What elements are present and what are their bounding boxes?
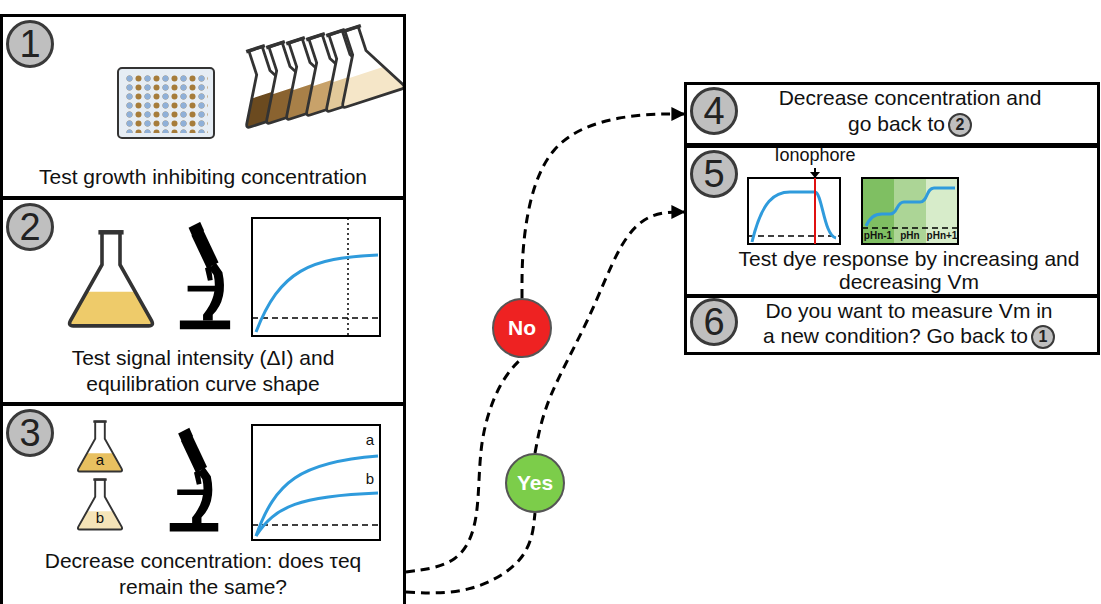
step-box: Do you want to measure Vm in a new condi…	[684, 295, 1100, 355]
microscope	[180, 222, 230, 329]
equilibration-chart	[252, 218, 380, 336]
step-number: 5	[690, 150, 738, 198]
ph-label: pHn-1	[862, 230, 894, 242]
well-plate	[118, 68, 214, 138]
ph-label: pHn+1	[926, 230, 958, 242]
flask-series	[225, 19, 405, 128]
step-text: Test growth inhibiting concentration	[10, 164, 396, 190]
equilibration-chart	[252, 218, 380, 336]
step-box: 1Test growth inhibiting concentration	[0, 14, 406, 199]
dashed-connector	[535, 212, 684, 453]
flask-series	[321, 19, 405, 108]
comparison-chart	[252, 425, 380, 540]
step-text: Test dye response by increasing and decr…	[724, 247, 1094, 293]
step-text: Test signal intensity (ΔI) and equilibra…	[13, 345, 393, 397]
step-text-group: Do you want to measure Vm in a new condi…	[759, 298, 1059, 349]
ph-step-chart	[866, 188, 955, 226]
step-reference: 2	[948, 113, 972, 137]
step-box: 2Test signal intensity (ΔI) and equilibr…	[0, 197, 406, 405]
step-text: Decrease concentration: does τeq remain …	[18, 548, 388, 600]
step-text-group: Decrease concentration and go back to2	[770, 85, 1050, 137]
condition-label: a	[88, 451, 112, 468]
dashed-connector	[406, 513, 535, 593]
equilibration-chart	[256, 255, 378, 332]
condition-label: a	[360, 431, 380, 448]
step-number: 4	[690, 87, 738, 135]
comparison-chart	[256, 456, 378, 536]
condition-label: b	[360, 470, 380, 487]
decision-label: Yes	[517, 471, 553, 495]
step-reference: 1	[1031, 325, 1055, 349]
step-text: Ionophore	[750, 145, 880, 165]
culture-flask-b	[78, 480, 122, 530]
step-text: Decrease concentration and go back to	[779, 86, 1042, 135]
step-box: 5 IonophoreTest dye response by increasin…	[684, 145, 1100, 297]
ph-step-chart	[894, 178, 926, 244]
ionophore-chart	[810, 172, 820, 178]
well-plate	[118, 68, 214, 138]
step-box: Decrease concentration and go back to2 4	[684, 82, 1100, 146]
ionophore-chart	[748, 178, 840, 244]
ph-step-chart	[862, 178, 958, 244]
step-number: 6	[690, 298, 738, 346]
well-plate	[124, 73, 208, 133]
ph-step-chart	[862, 178, 958, 244]
ph-label: pHn	[894, 230, 926, 242]
step-text: Do you want to measure Vm in a new condi…	[763, 299, 1053, 347]
comparison-chart	[252, 425, 380, 540]
comparison-chart	[256, 493, 378, 536]
equilibration-chart	[252, 317, 380, 319]
ionophore-chart	[752, 192, 836, 242]
decision-circle: No	[492, 298, 552, 358]
step-box: 3Decrease concentration: does τeq remain…	[0, 403, 406, 604]
dashed-connector	[406, 358, 522, 572]
decision-circle: Yes	[505, 453, 565, 513]
step-number: 1	[6, 20, 54, 68]
comparison-chart	[252, 524, 380, 526]
decision-label: No	[508, 316, 536, 340]
ph-step-chart	[862, 178, 894, 244]
microscope	[170, 428, 219, 532]
equilibration-chart	[347, 218, 349, 336]
well-plate	[124, 73, 208, 133]
culture-flask	[70, 232, 153, 326]
ionophore-chart	[748, 168, 840, 244]
condition-label: b	[88, 509, 112, 526]
step-number: 2	[6, 203, 54, 251]
step-number: 3	[6, 409, 54, 457]
ionophore-chart	[814, 178, 816, 244]
ionophore-chart	[748, 235, 840, 237]
ph-step-chart	[862, 227, 958, 229]
dashed-connector	[522, 114, 684, 298]
culture-flask-a	[78, 422, 122, 472]
